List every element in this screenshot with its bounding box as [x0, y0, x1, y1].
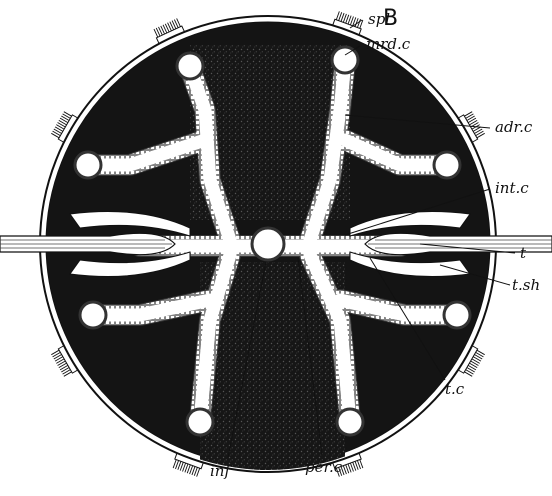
label-mrd-c: mrd.c: [366, 35, 411, 53]
label-t-sh: t.sh: [512, 276, 540, 294]
label-int-c: int.c: [495, 179, 529, 197]
label-adr-c: adr.c: [495, 118, 533, 136]
label-spl: spl: [368, 10, 390, 28]
label-t: t: [520, 244, 527, 262]
label-inf: inf: [210, 462, 232, 480]
label-t-c: t.c: [445, 380, 465, 398]
label-per-c: per.c: [305, 458, 343, 476]
